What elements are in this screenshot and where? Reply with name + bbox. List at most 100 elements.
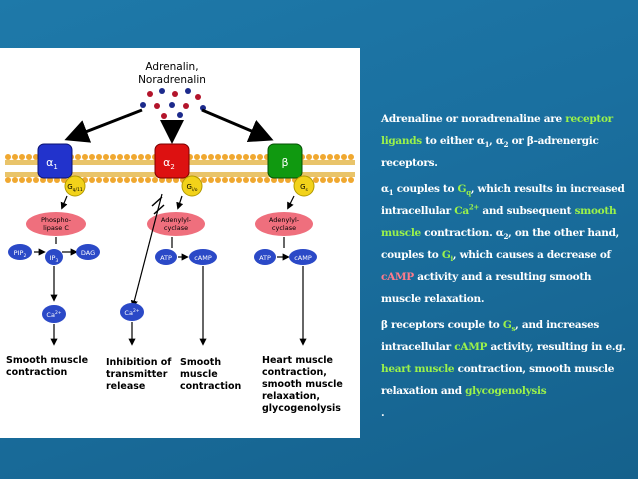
svg-text:Phospho-: Phospho- [41, 216, 72, 224]
lipid-head [124, 177, 130, 183]
lipid-head [124, 154, 130, 160]
svg-text:ATP: ATP [259, 254, 271, 262]
lipid-head [96, 154, 102, 160]
lipid-head [103, 177, 109, 183]
lipid-head [222, 154, 228, 160]
lipid-head [341, 154, 347, 160]
svg-text:cyclase: cyclase [164, 224, 188, 232]
lipid-head [117, 154, 123, 160]
svg-text:Gi/o: Gi/o [187, 183, 198, 193]
lipid-head [145, 177, 151, 183]
lipid-head [152, 177, 158, 183]
lipid-head [12, 154, 18, 160]
lipid-head [348, 154, 354, 160]
lipid-head [138, 154, 144, 160]
lipid-head [313, 177, 319, 183]
lipid-head [89, 154, 95, 160]
outcome-1-line1: Smooth muscle [6, 355, 88, 366]
lipid-head [131, 177, 137, 183]
outcome-4-line3: smooth muscle [262, 379, 343, 390]
lipid-head [327, 154, 333, 160]
lipid-head [257, 154, 263, 160]
molecule-atp-1 [155, 249, 177, 265]
molecule-ca-2 [120, 303, 144, 321]
lipid-head [5, 154, 11, 160]
outcome-3-line2: muscle [180, 369, 218, 380]
molecule-ip3 [45, 249, 63, 265]
lipid-head [138, 177, 144, 183]
lipid-head [12, 177, 18, 183]
receptor-alpha1-label: α1 [46, 156, 58, 171]
lipid-head [201, 177, 207, 183]
molecule-dag [76, 244, 100, 260]
outcome-1-line2: contraction [6, 367, 68, 378]
svg-text:IP3: IP3 [50, 254, 59, 264]
lipid-head [5, 177, 11, 183]
adrenergic-pathway-diagram: Adrenalin, Noradrenalin [5, 61, 355, 414]
svg-text:Gs: Gs [300, 183, 308, 193]
svg-text:ATP: ATP [160, 254, 172, 262]
outcome-2-line2: transmitter [106, 369, 168, 380]
outcome-4-line5: glycogenolysis [262, 403, 341, 414]
lipid-head [26, 154, 32, 160]
lipid-head [320, 154, 326, 160]
receptor-alpha2 [154, 143, 190, 179]
svg-text:PIP2: PIP2 [14, 249, 27, 259]
outcome-4-line4: relaxation, [262, 391, 320, 402]
lipid-head [348, 177, 354, 183]
lipid-head [194, 154, 200, 160]
lipid-head [96, 177, 102, 183]
svg-text:DAG: DAG [81, 249, 95, 257]
lipid-head [257, 177, 263, 183]
molecule-pip2 [8, 244, 32, 260]
gprotein-io [181, 175, 203, 197]
lipid-head [33, 177, 39, 183]
outcome-4-line1: Heart muscle [262, 355, 333, 366]
lipid-head [75, 154, 81, 160]
outcome-3-line3: contraction [180, 381, 242, 392]
lipid-head [19, 177, 25, 183]
lipid-head [341, 177, 347, 183]
lipid-head [236, 177, 242, 183]
lipid-head [215, 154, 221, 160]
outcomes: Smooth muscle contraction Inhibition of … [6, 355, 343, 414]
receptor-alpha1 [37, 143, 73, 179]
gprotein-s [293, 175, 315, 197]
svg-text:Adenylyl-: Adenylyl- [161, 216, 192, 224]
lipid-head [103, 154, 109, 160]
lipid-head [117, 177, 123, 183]
enzyme-adenylyl-cyclase-1 [147, 212, 205, 236]
outcome-3-line1: Smooth [180, 357, 221, 368]
outcome-4-line2: contraction, [262, 367, 327, 378]
lipid-head [306, 154, 312, 160]
svg-text:Ca2+: Ca2+ [124, 308, 139, 317]
explanation-text: Adrenaline or noradrenaline are receptor… [381, 108, 631, 428]
lipid-head [208, 154, 214, 160]
svg-text:cAMP: cAMP [294, 254, 312, 262]
lipid-head [229, 154, 235, 160]
lipid-head [215, 177, 221, 183]
ligand-label-line2: Noradrenalin [138, 74, 206, 86]
lipid-head [250, 177, 256, 183]
lipid-head [82, 154, 88, 160]
lipid-head [208, 177, 214, 183]
receptor-beta [267, 143, 303, 179]
enzyme-phospholipase-c [26, 212, 86, 236]
lipid-head [229, 177, 235, 183]
receptor-beta-label: β [281, 156, 288, 169]
enzyme-adenylyl-cyclase-2 [255, 212, 313, 236]
outcome-2-line3: release [106, 381, 145, 392]
gprotein-q11 [64, 175, 86, 197]
diagram-panel: Adrenalin, Noradrenalin [0, 48, 360, 438]
lipid-head [243, 177, 249, 183]
receptor-alpha2-label: α2 [163, 156, 175, 171]
lipid-head [320, 177, 326, 183]
lipid-head [243, 154, 249, 160]
lipid-head [201, 154, 207, 160]
lipid-head [313, 154, 319, 160]
paragraph-2: α1 couples to Gq, which results in incre… [381, 183, 625, 305]
lipid-head [222, 177, 228, 183]
svg-text:lipase C: lipase C [43, 224, 69, 232]
lipid-head [131, 154, 137, 160]
svg-text:Gq/11: Gq/11 [67, 183, 83, 193]
